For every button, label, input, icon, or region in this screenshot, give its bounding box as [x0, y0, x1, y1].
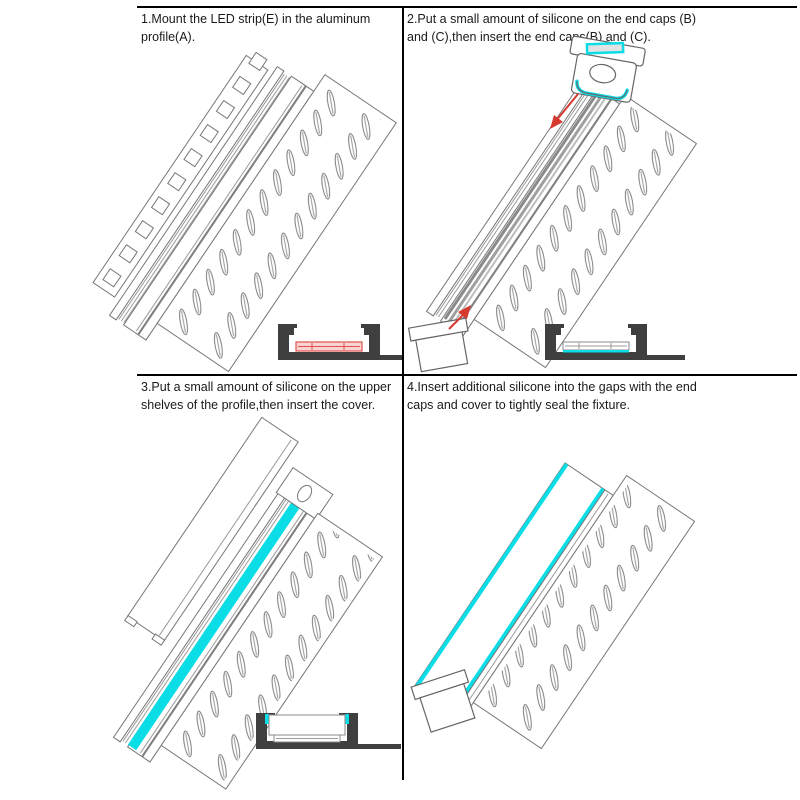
led-strip-cross-section [273, 734, 341, 743]
cap-hole [589, 63, 617, 84]
insert-arrow-bottom [448, 305, 471, 330]
led-strip [92, 51, 269, 298]
assembled-fixture [414, 462, 696, 750]
panel-4-illustration [410, 462, 696, 750]
flange-edge [645, 355, 685, 360]
step-2-caption: 2.Put a small amount of silicone on the … [407, 12, 697, 44]
profile-assembly [92, 51, 397, 373]
silicone-seal-right [451, 487, 605, 712]
end-cap-installed [275, 466, 334, 521]
end-cap-c [407, 317, 469, 373]
hook-left [289, 324, 297, 335]
profile-assembly [112, 466, 384, 790]
end-cap-installed [410, 669, 476, 733]
cross-section-end-capped [545, 324, 685, 360]
led-strip-installed [443, 92, 599, 320]
silicone-seal [563, 350, 629, 353]
divider-vertical [402, 6, 404, 780]
step-3-caption: 3.Put a small amount of silicone on the … [141, 380, 392, 412]
profile-assembly [425, 78, 698, 369]
silicone-seal-left [415, 462, 569, 688]
cover-installed [414, 462, 606, 713]
cover-cross-section [268, 714, 346, 736]
mounting-flange [160, 512, 384, 790]
insert-arrow-top [550, 93, 579, 129]
led-strip-cross-section [562, 341, 630, 353]
cross-section-led-mounted [278, 324, 402, 360]
mounting-flange [472, 474, 696, 750]
aluminum-profile-channel [425, 78, 621, 337]
step-1-caption: 1.Mount the LED strip(E) in the aluminum… [141, 12, 371, 44]
end-cap-b [569, 35, 646, 103]
hook-right [361, 324, 369, 335]
divider-top [137, 6, 797, 8]
silicone-dot-right [345, 714, 349, 724]
led-strip-cross-section [295, 341, 363, 352]
flange-edge [378, 355, 402, 360]
panel-1-illustration [92, 51, 402, 373]
flange-edge [356, 744, 401, 749]
cover [124, 416, 299, 646]
divider-middle [137, 374, 797, 376]
panel-2-illustration [407, 35, 698, 373]
mounting-flange [473, 94, 698, 369]
cross-section-cover-inserted [256, 713, 401, 749]
step-4-caption: 4.Insert additional silicone into the ga… [407, 380, 697, 412]
mounting-flange [156, 74, 397, 373]
aluminum-profile-channel [108, 65, 315, 341]
panel-3-illustration [112, 416, 401, 790]
silicone-bead-top [585, 41, 625, 55]
silicone-stripe [127, 499, 302, 751]
aluminum-profile-channel [112, 487, 319, 763]
silicone-dot-left [265, 714, 269, 724]
